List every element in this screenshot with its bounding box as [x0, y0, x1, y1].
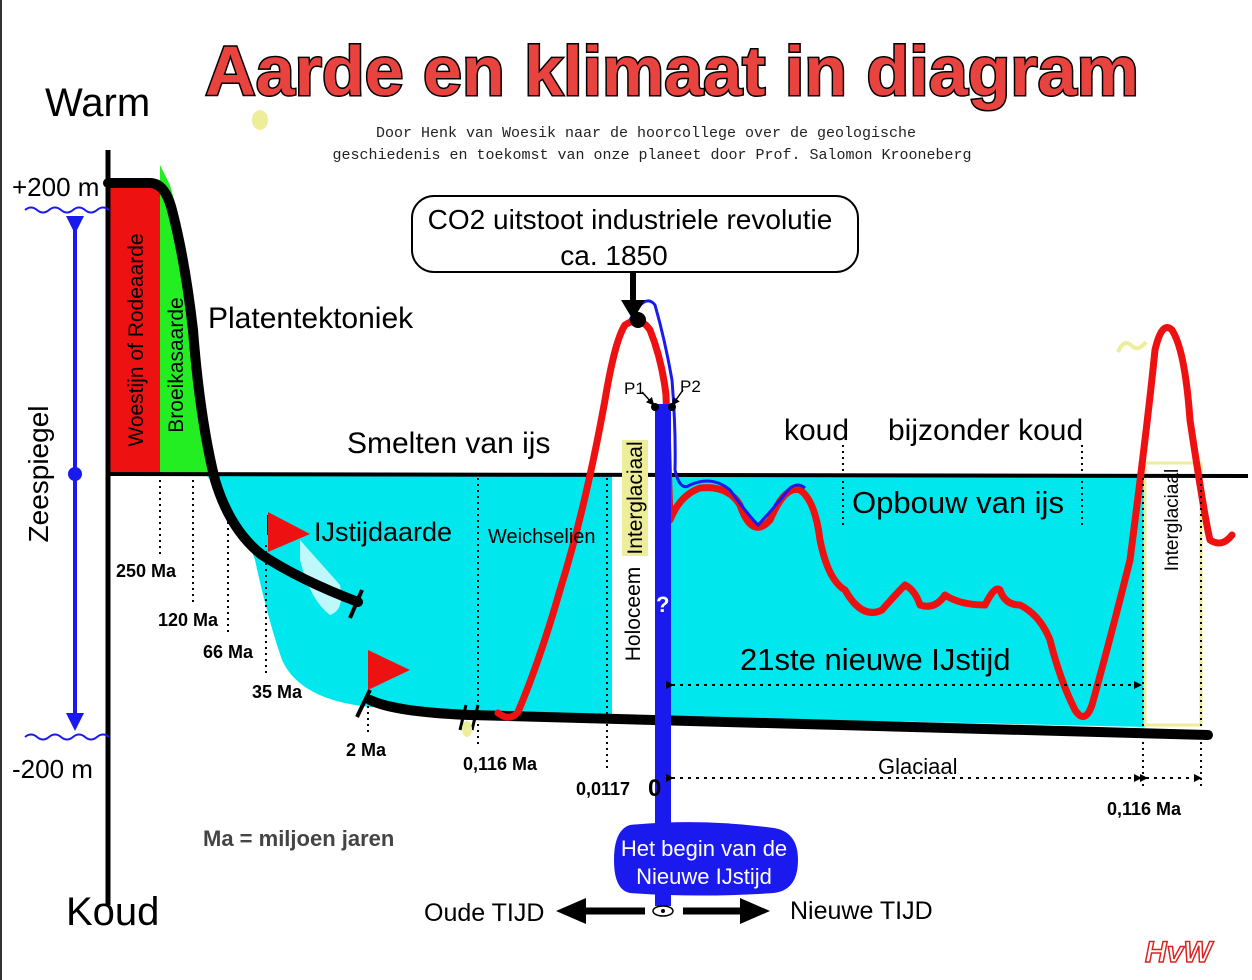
callout-line-1: CO2 uitstoot industriele revolutie: [428, 204, 833, 235]
wave-bottom: [24, 733, 110, 741]
p2-curve: [628, 299, 806, 528]
old-time-arrowhead: [556, 898, 586, 924]
plate-tectonics-curve: [103, 178, 363, 607]
broeikas-label: Broeikasaarde: [165, 297, 188, 432]
baseline-tick-b: [470, 704, 480, 731]
callout-arrowhead: [621, 300, 645, 320]
axis-plus200-label: +200 m: [12, 172, 99, 202]
interglacial-right-box: [1143, 461, 1203, 727]
p2-label: P2: [680, 377, 701, 396]
ma-legend: Ma = miljoen jaren: [203, 826, 394, 851]
holoceem-label: Holoceem: [622, 567, 645, 662]
tick-2ma: 2 Ma: [346, 740, 387, 760]
zero-label: 0: [648, 775, 661, 802]
question-mark: ?: [656, 592, 669, 617]
platentektoniek-label: Platentektoniek: [208, 302, 414, 335]
desert-earth-area: [110, 183, 160, 474]
interglaciaal-right-label: Interglaciaal: [1162, 469, 1183, 571]
tick-120ma: 120 Ma: [158, 610, 219, 630]
tick-0116ma-right: 0,116 Ma: [1107, 799, 1182, 819]
begin-box: [614, 822, 798, 896]
flag-2: [368, 650, 410, 690]
tick-250ma: 250 Ma: [116, 561, 177, 581]
bijzonder-koud-label: bijzonder koud: [888, 414, 1083, 447]
zeespiegel-label: Zeespiegel: [23, 406, 54, 543]
callout-line-2: ca. 1850: [560, 240, 667, 271]
weichselien-label: Weichselien: [488, 526, 595, 548]
tick-0116ma-left: 0,116 Ma: [463, 754, 538, 774]
interglacial-left-highlight: [622, 440, 648, 556]
wave-top: [24, 206, 110, 214]
opbouw-label: Opbouw van ijs: [852, 485, 1064, 520]
p1-label: P1: [624, 379, 645, 398]
eye-pupil: [661, 909, 665, 913]
callout-point: [630, 312, 646, 328]
woestijn-label: Woestijn of Rodeaarde: [125, 233, 148, 446]
tick-66ma: 66 Ma: [203, 642, 254, 662]
tick-35ma: 35 Ma: [252, 682, 303, 702]
p2-dot: [668, 403, 676, 411]
new-time-arrowhead: [740, 898, 770, 924]
yellow-bullet: [252, 110, 268, 130]
smelten-label: Smelten van ijs: [347, 427, 550, 460]
begin-line-1: Het begin van de: [621, 836, 787, 861]
glaciaal-label: Glaciaal: [878, 754, 957, 779]
time-dotted-lines: [159, 445, 1202, 790]
sea-level-line: [107, 472, 1249, 478]
plate-end-tick: [348, 589, 364, 619]
baseline-start-tick: [355, 689, 372, 718]
nieuwe-tijd-label: Nieuwe TIJD: [790, 897, 933, 925]
subtitle-line-2: geschiedenis en toekomst van onze planee…: [332, 147, 971, 164]
p1-pointer: [641, 391, 655, 406]
nieuwe-ijstijd-label: 21ste nieuwe IJstijd: [740, 642, 1011, 677]
flag-1: [268, 512, 310, 552]
baseline-tick-a: [458, 704, 468, 731]
begin-line-2: Nieuwe IJstijd: [636, 864, 772, 889]
axis-koud-label: Koud: [66, 890, 159, 934]
interglaciaal-left-label: Interglaciaal: [624, 441, 647, 554]
subtitle-line-1: Door Henk van Woesik naar de hoorcollege…: [376, 125, 916, 142]
sea-level-dot: [68, 467, 82, 481]
yellow-squiggle: [1116, 340, 1148, 353]
signature-logo: HvW: [1145, 936, 1214, 969]
koud-label: koud: [784, 414, 849, 447]
ijstijdaarde-label: IJstijdaarde: [314, 517, 452, 547]
glacial-baseline: [365, 695, 1213, 740]
tick-00117: 0,0117: [576, 779, 630, 799]
ice-region: [205, 474, 1145, 727]
small-yellow-mark: [462, 721, 472, 737]
page-title: Aarde en klimaat in diagram: [205, 32, 1139, 110]
axis-minus200-label: -200 m: [12, 754, 93, 784]
oude-tijd-label: Oude TIJD: [424, 899, 544, 927]
p1-dot: [651, 403, 659, 411]
p2-pointer: [671, 389, 684, 406]
axis-warm-label: Warm: [45, 81, 150, 125]
